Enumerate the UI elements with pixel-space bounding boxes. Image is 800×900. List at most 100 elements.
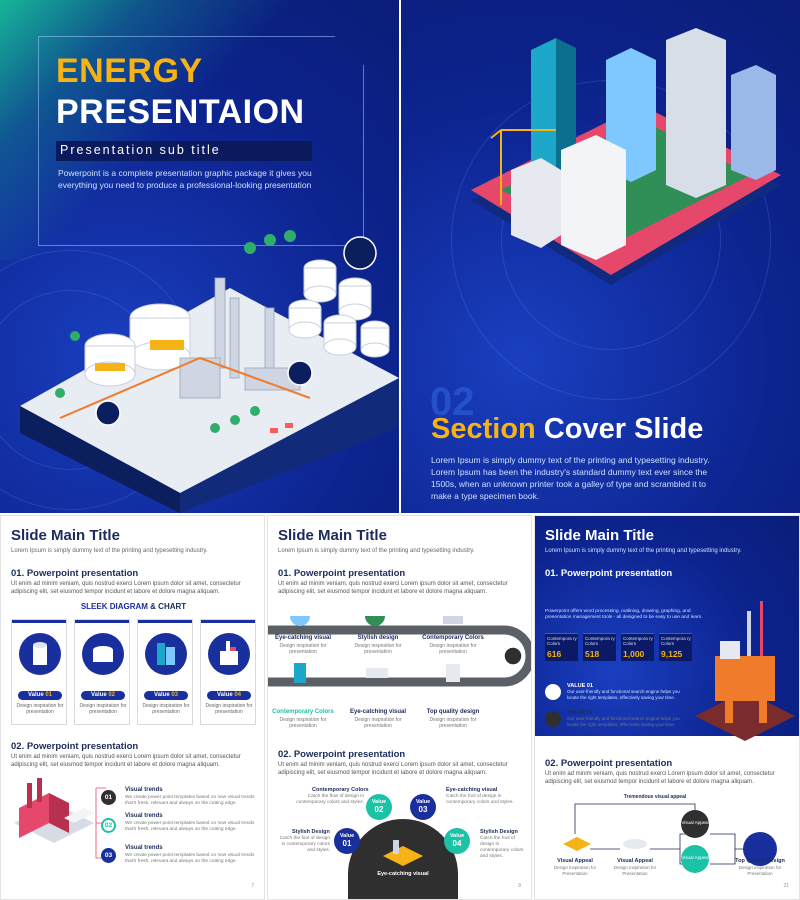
item-number: 02 <box>101 818 116 833</box>
pipeline-diagram <box>268 616 531 687</box>
cover-subtitle: Presentation sub title <box>60 143 221 157</box>
card-topbar <box>75 620 129 623</box>
slide-stats-flow: Slide Main Title Lorem Ipsum is simply d… <box>534 515 800 900</box>
section-number: 02 <box>430 380 475 424</box>
value-number: 04 <box>452 839 462 848</box>
section-description: Lorem Ipsum is simply dummy text of the … <box>431 455 710 501</box>
slide-subtitle: Lorem Ipsum is simply dummy text of the … <box>545 548 742 554</box>
side-title: Contemporary Colors <box>312 787 369 793</box>
city-illustration <box>471 28 781 285</box>
value-label: Value <box>339 833 355 839</box>
side-title: Eye-catching visual <box>446 787 498 793</box>
badge-label: Value <box>153 692 172 698</box>
item-title: Visual trends <box>125 813 163 819</box>
factory-icon <box>545 711 561 727</box>
pipe-label: Eye-catching visual <box>349 709 407 715</box>
section-text-2: Ut enim ad minim veniam, quis nostrud ex… <box>278 762 508 776</box>
pipe-label: Top quality design <box>426 709 480 715</box>
card-icon-circle <box>82 633 124 675</box>
value-label: Value <box>371 799 387 805</box>
factory-illustration <box>14 778 94 843</box>
teal-glow <box>0 0 399 260</box>
value-card: Value 02 Design inspiration for presenta… <box>74 619 130 725</box>
chart-icon <box>545 684 561 700</box>
pipe-caption: Design inspiration for presentation <box>354 643 402 655</box>
value-number: 03 <box>418 805 428 814</box>
flow-diagram <box>563 803 777 873</box>
section-heading-2: 02. Powerpoint presentation <box>545 758 673 769</box>
page-number: 7 <box>251 883 254 889</box>
badge-label: Value <box>216 692 235 698</box>
section-heading-2: 02. Powerpoint presentation <box>11 741 139 752</box>
title-frame <box>38 36 364 246</box>
factory-icon <box>220 641 238 665</box>
card-caption: Design inspiration for presentation <box>79 703 127 715</box>
slide-diagram-chart: Slide Main Title Lorem Ipsum is simply d… <box>0 515 265 900</box>
slide-title: Slide Main Title <box>545 527 654 544</box>
side-title: Stylish Design <box>292 829 330 835</box>
pipe-caption: Design inspiration for presentation <box>279 717 327 729</box>
badge-number: 02 <box>108 692 116 698</box>
section-text-2: Ut enim ad minim veniam, quis nostrud ex… <box>11 754 241 768</box>
center-label: Eye-catching visual <box>377 871 429 877</box>
section-title: Section Cover Slide <box>431 413 703 446</box>
pipe-label: Stylish design <box>357 635 399 641</box>
card-icon-circle <box>145 633 187 675</box>
value-label: Value <box>449 833 465 839</box>
pipe-caption: Design inspiration for presentation <box>429 717 477 729</box>
flow-text: Design inspiration for Presentation <box>553 865 597 876</box>
side-text: Catch the flow of design in contemporary… <box>296 794 364 805</box>
diagram-title: SLEEK DIAGRAM & CHART <box>1 602 264 611</box>
item-text: We create power point templates based on… <box>125 853 255 864</box>
building-icon <box>157 643 175 665</box>
badge-label: Value <box>27 692 46 698</box>
card-caption: Design inspiration for presentation <box>142 703 190 715</box>
card-topbar <box>138 620 192 623</box>
section-text-2: Ut enim ad minim veniam, quis nostrud ex… <box>545 771 775 785</box>
stat-value: 518 <box>585 649 600 659</box>
stat-label: Contempora ry Colors <box>661 636 691 646</box>
value-title: VALUE 01 <box>567 683 593 689</box>
card-badge: Value 03 <box>144 691 188 700</box>
item-number: 01 <box>101 790 116 805</box>
card-badge: Value 04 <box>207 691 251 700</box>
node-label: Visual Appeal <box>681 855 709 860</box>
section-title-highlight: Section <box>431 413 536 445</box>
card-icon-circle <box>208 633 250 675</box>
pipe-label: Eye-catching visual <box>274 635 332 641</box>
diagram-title-a: SLEEK DIAGRAM <box>80 602 148 611</box>
diagram-title-b: & CHART <box>147 602 187 611</box>
page-number: 8 <box>518 883 521 889</box>
node-label: Visual Appeal <box>681 820 709 825</box>
side-text: Catch the fool of design in contemporary… <box>446 794 514 805</box>
subtitle-bar <box>56 141 312 161</box>
card-topbar <box>201 620 255 623</box>
stat-label: Contempora ry Colors <box>585 636 615 646</box>
pipe-caption: Design inspiration for presentation <box>279 643 327 655</box>
slide-subtitle: Lorem Ipsum is simply dummy text of the … <box>278 548 475 554</box>
value-card: Value 01 Design inspiration for presenta… <box>11 619 67 725</box>
section-cover-slide: 02 Section Cover Slide Lorem Ipsum is si… <box>401 0 800 513</box>
slide-subtitle: Lorem Ipsum is simply dummy text of the … <box>11 548 208 554</box>
stat-value: 1,000 <box>623 649 645 659</box>
cover-title-line2: PRESENTAION <box>56 93 305 131</box>
value-text: Our user-friendly and functional search … <box>567 689 680 700</box>
badge-label: Value <box>90 692 109 698</box>
stat-value: 9,125 <box>661 649 683 659</box>
cover-title-line1: ENERGY <box>56 52 203 90</box>
item-title: Visual trends <box>125 845 163 851</box>
section-title-rest: Cover Slide <box>535 413 704 445</box>
item-text: We create power point templates based on… <box>125 795 255 806</box>
item-number: 03 <box>101 848 116 863</box>
pipe-label: Contemporary Colors <box>422 635 484 641</box>
cover-description: Powerpoint is a complete presentation gr… <box>58 168 312 190</box>
value-label: Value <box>415 799 431 805</box>
slide-title: Slide Main Title <box>278 527 387 544</box>
flow-title: Visual Appeal <box>617 858 653 864</box>
badge-number: 01 <box>45 692 53 698</box>
section-text-1: Ut enim ad minim veniam, quis nostrud ex… <box>278 581 508 595</box>
section-heading-1: 01. Powerpoint presentation <box>545 568 673 579</box>
